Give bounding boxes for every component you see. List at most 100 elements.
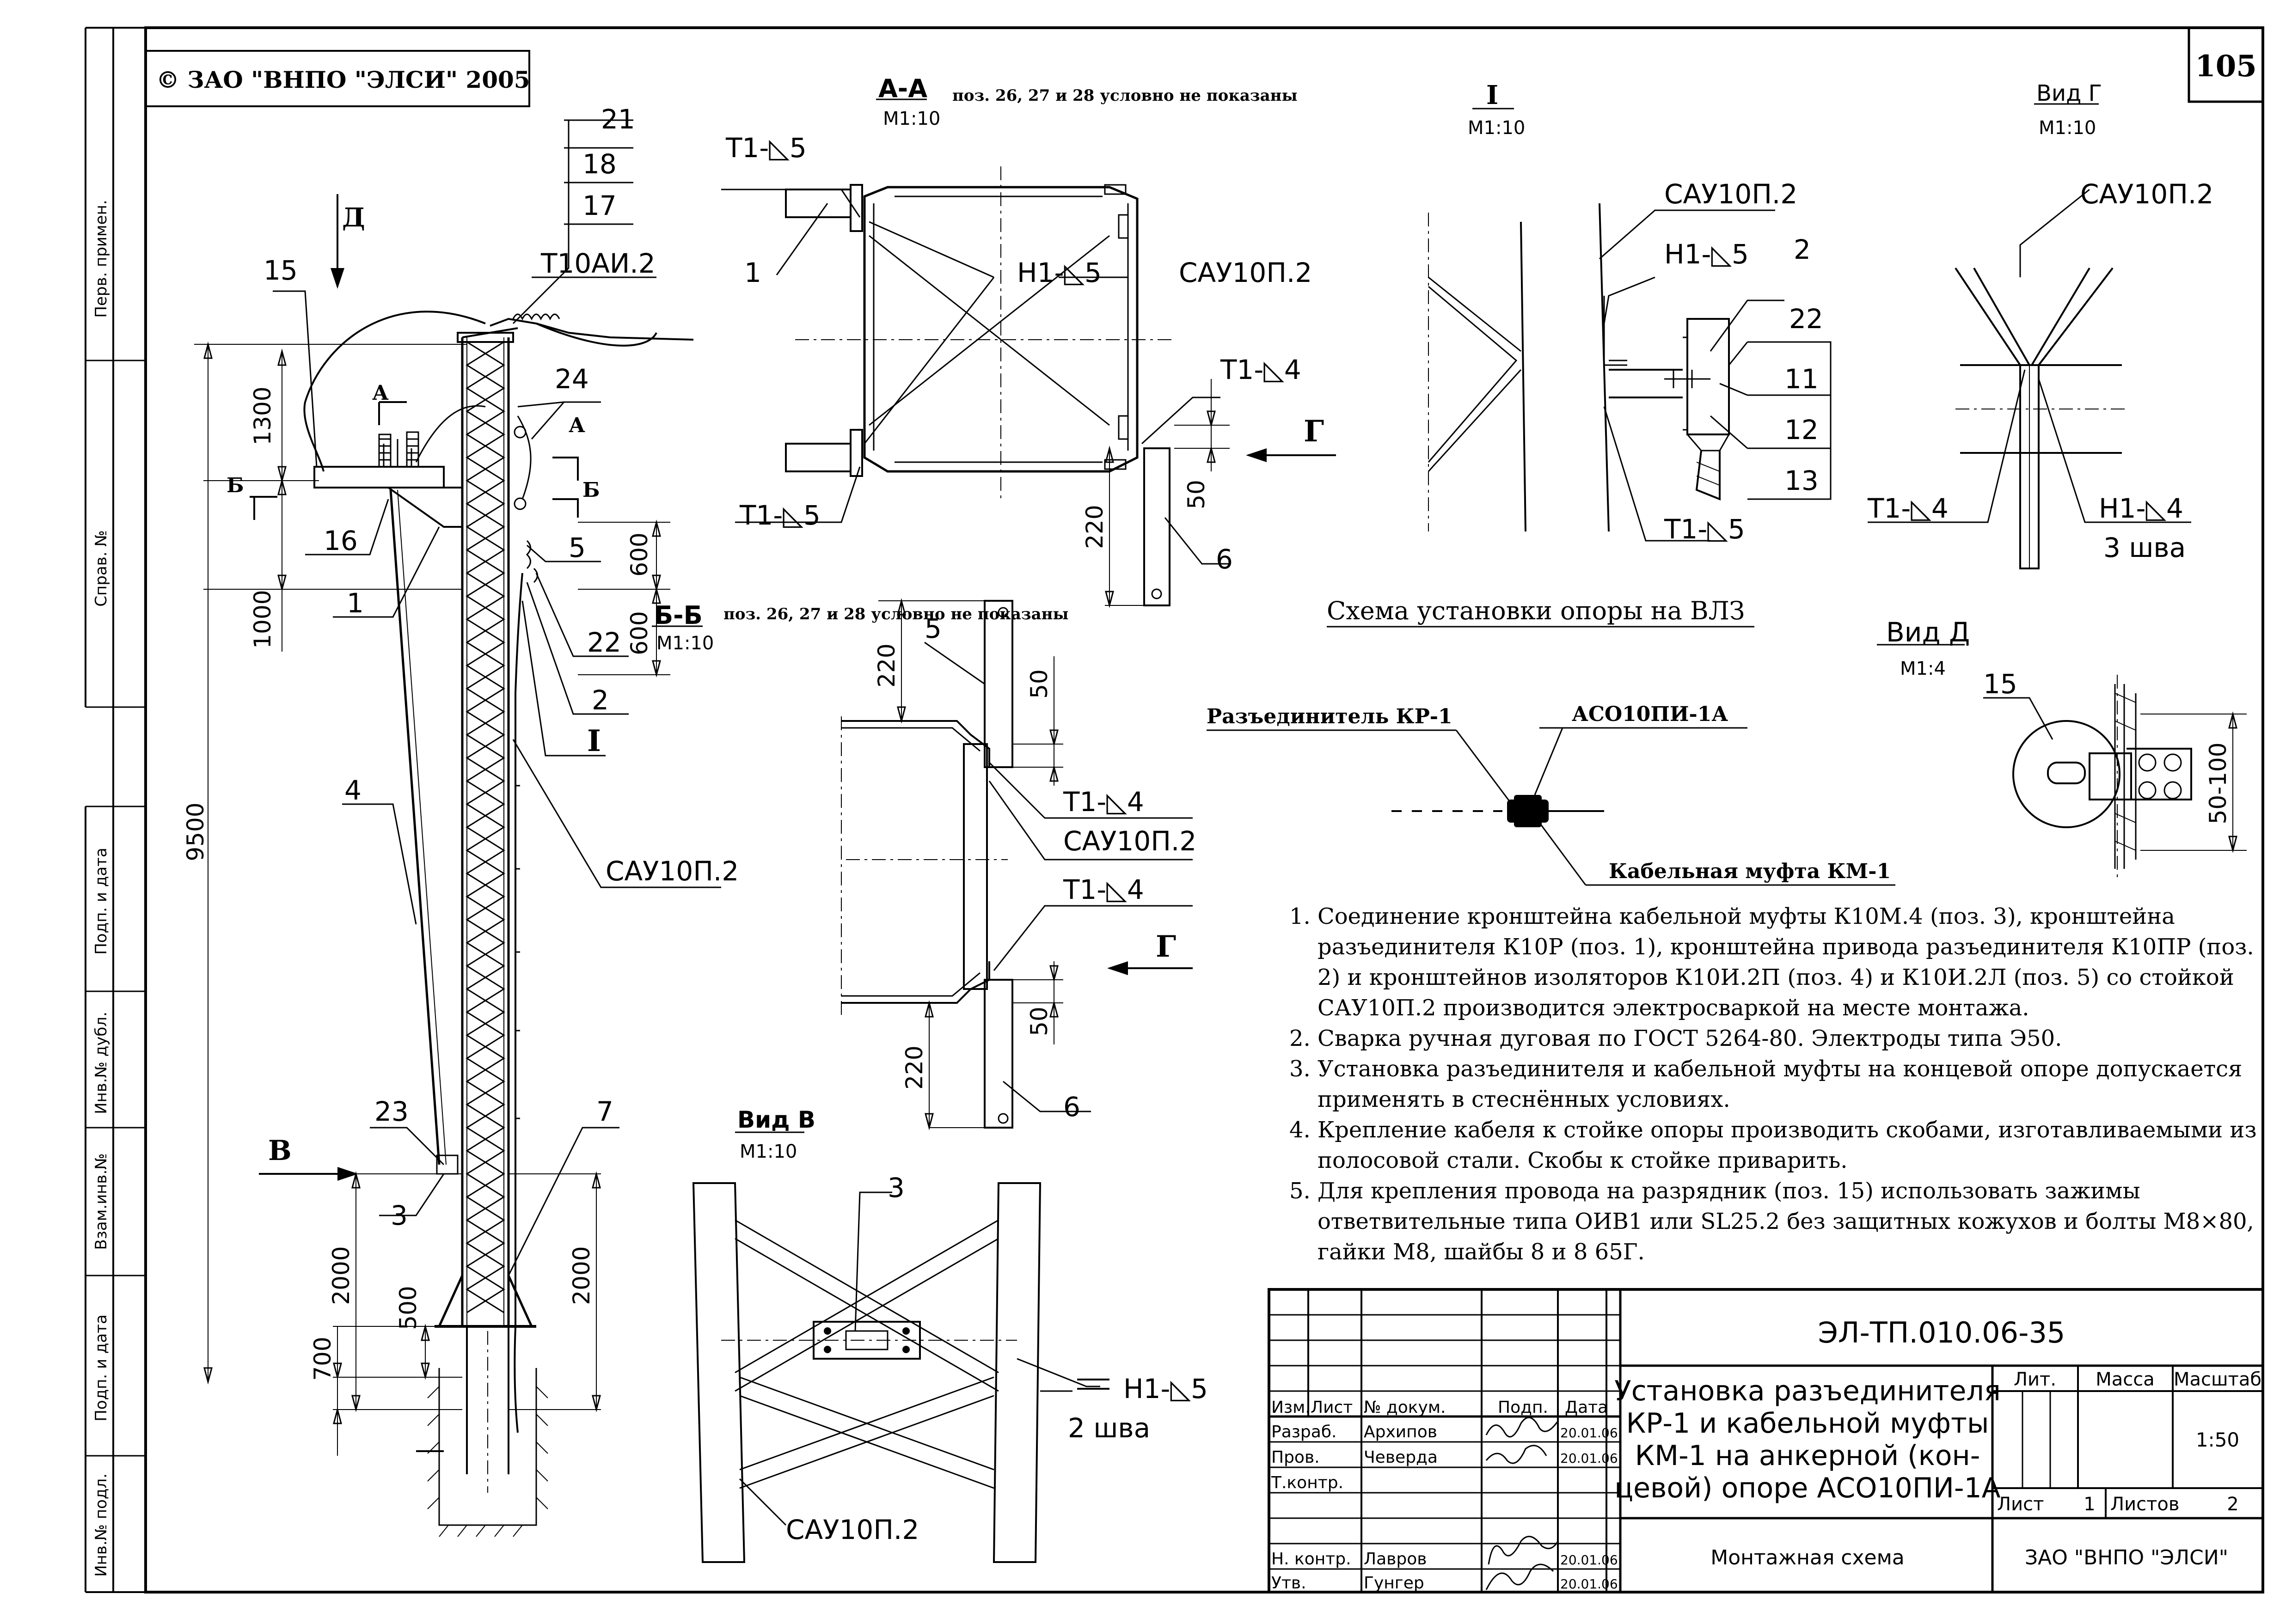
date-nkontr: 20.01.06 (1560, 1552, 1618, 1568)
dim-2000-left: 2000 (328, 1246, 355, 1305)
label-t1-4-view-g: Т1-◺4 (1867, 493, 1949, 524)
note-5: Для крепления провода на разрядник (поз.… (1318, 1176, 2279, 1267)
section-a-a-scale: М1:10 (883, 108, 940, 129)
title-block-text: ЭЛ-ТП.010.06-35 Установка разъединителя … (1271, 1316, 2261, 1593)
label-h1-4-view-g: Н1-◺4 (2099, 493, 2183, 524)
notes-list: Соединение кронштейна кабельной муфты К1… (1290, 901, 2279, 1267)
label-sau-aa: САУ10П.2 (1179, 257, 1312, 288)
sheets-label: Листов (2110, 1494, 2179, 1515)
dim-220-bb-top: 220 (873, 643, 900, 687)
note-1: Соединение кронштейна кабельной муфты К1… (1318, 901, 2279, 1023)
pos-2-detail-i: 2 (1794, 234, 1811, 265)
signature-razrab (1485, 1416, 1559, 1438)
side-stamp-inv-dubl: Инв.№ дубл. (92, 1012, 110, 1114)
detail-i: I М1:10 САУ10П.2 Н1-◺5 2 22 11 12 13 Т1-… (1428, 80, 1832, 545)
view-g-title: Вид Г (2036, 80, 2102, 106)
cut-b-left: Б (227, 474, 244, 497)
dim-1300: 1300 (249, 386, 276, 445)
dim-1000: 1000 (249, 590, 276, 648)
dim-50-bb-bottom: 50 (1026, 1007, 1053, 1036)
side-stamp-podp-2: Подп. и дата (92, 1314, 110, 1422)
callout-i: I (587, 724, 601, 758)
pos-6-bb: 6 (1063, 1091, 1080, 1123)
scheme-title: Схема установки опоры на ВЛЗ (1327, 596, 1745, 625)
cut-a-left: А (372, 381, 389, 405)
pos-22: 18 (582, 148, 617, 180)
cut-b-right: Б (582, 478, 600, 502)
vlz-scheme: Схема установки опоры на ВЛЗ Разъедините… (1207, 596, 1895, 886)
label-t1-5-bottom: Т1-◺5 (739, 500, 821, 531)
view-v-title: Вид В (737, 1106, 815, 1133)
section-b-b-note: поз. 26, 27 и 28 условно не показаны (723, 605, 1069, 623)
section-a-a-title: А-А (878, 74, 927, 103)
side-stamp-perv: Перв. примен. (92, 200, 110, 317)
signature-nkontr (1488, 1536, 1559, 1565)
doc-title-line-4: цевой) опоре АСО10ПИ-1А (1614, 1472, 2000, 1504)
dim-220-bb-bottom: 220 (901, 1045, 928, 1089)
label-h1-5-aa: Н1-◺5 (1017, 257, 1102, 288)
lit-label: Лит. (2014, 1369, 2056, 1390)
side-stamp-inv-podl: Инв.№ подл. (92, 1473, 110, 1577)
pos-5: 5 (569, 532, 586, 563)
doc-title-line-3: КМ-1 на анкерной (кон- (1635, 1440, 1980, 1472)
section-a-a: А-А М1:10 поз. 26, 27 и 28 условно не по… (721, 74, 1336, 608)
scheme-sleeve-label: Кабельная муфта КМ-1 (1609, 860, 1891, 883)
pos-6-aa: 6 (1216, 543, 1233, 575)
scale-label: Масштаб (2174, 1369, 2261, 1390)
pos-18-elev: 22 (587, 627, 621, 658)
pos-1-elev: 1 (347, 587, 364, 619)
pos-3-elev: 3 (391, 1200, 408, 1231)
dim-50-100: 50-100 (2205, 742, 2231, 824)
label-h1-5-view-v: Н1-◺5 (1123, 1373, 1208, 1404)
view-v: Вид В М1:10 3 Н1-◺5 2 шва САУ10П.2 (692, 1106, 1208, 1563)
dim-220-aa: 220 (1081, 505, 1108, 549)
dim-500: 500 (395, 1286, 422, 1330)
sheet-number: 1 (2084, 1494, 2095, 1515)
doc-title-line-1: Установка разъединителя (1614, 1375, 2001, 1407)
name-prov: Чеверда (1364, 1448, 1438, 1467)
role-razrab: Разраб. (1271, 1423, 1336, 1441)
dim-700: 700 (309, 1337, 336, 1380)
view-arrow-v: В (268, 1135, 292, 1167)
view-d-title: Вид Д (1886, 617, 1970, 648)
pos-21: 17 (582, 190, 617, 221)
pos-5-bb: 5 (925, 613, 942, 644)
role-utv: Утв. (1271, 1574, 1306, 1593)
drawing-type: Монтажная схема (1710, 1546, 1905, 1569)
side-stamp-vzam: Взам.инв.№ (92, 1153, 110, 1250)
label-t10ai: Т10АИ.2 (540, 248, 656, 279)
pos-1-aa: 1 (744, 257, 761, 288)
dim-600-top: 600 (626, 532, 653, 576)
view-d: Вид Д М1:4 15 50-100 (1877, 617, 2247, 878)
role-nkontr: Н. контр. (1271, 1550, 1351, 1569)
label-2-shva: 2 шва (1068, 1412, 1150, 1444)
dim-600-bottom: 600 (626, 611, 653, 655)
mass-label: Масса (2096, 1369, 2155, 1390)
pos-23: 21 (601, 104, 635, 135)
title-block (1268, 1288, 2264, 1593)
copyright: © ЗАО "ВНПО "ЭЛСИ" 2005 (156, 66, 530, 93)
hdr-list: Лист (1311, 1398, 1353, 1417)
hdr-podp: Подп. (1498, 1398, 1548, 1417)
pos-2-elev: 2 (592, 684, 609, 716)
note-4: Крепление кабеля к стойке опоры производ… (1318, 1115, 2279, 1176)
view-g: Вид Г М1:10 САУ10П.2 Т1-◺4 Н1-◺4 3 шва (1867, 80, 2213, 569)
name-razrab: Архипов (1364, 1423, 1437, 1441)
dim-50-bb-top: 50 (1026, 669, 1053, 699)
date-prov: 20.01.06 (1560, 1451, 1618, 1466)
role-prov: Пров. (1271, 1448, 1320, 1467)
sheets-total: 2 (2227, 1494, 2238, 1515)
note-2: Сварка ручная дуговая по ГОСТ 5264-80. Э… (1318, 1023, 2279, 1054)
cut-a-right: А (569, 414, 585, 437)
section-b-b-scale: М1:10 (656, 633, 714, 654)
pos-13: 13 (1784, 465, 1819, 496)
pos-3-view-v: 3 (888, 1172, 905, 1203)
dim-2000-right: 2000 (568, 1246, 595, 1305)
dim-9500: 9500 (182, 802, 209, 861)
scheme-disconnector-label: Разъединитель КР-1 (1207, 705, 1452, 728)
name-utv: Гунгер (1364, 1574, 1424, 1593)
hdr-data: Дата (1565, 1398, 1608, 1417)
side-stamp: Перв. примен. Справ. № Подп. и дата Инв.… (92, 200, 110, 1577)
sheet-frame (85, 26, 2264, 1593)
